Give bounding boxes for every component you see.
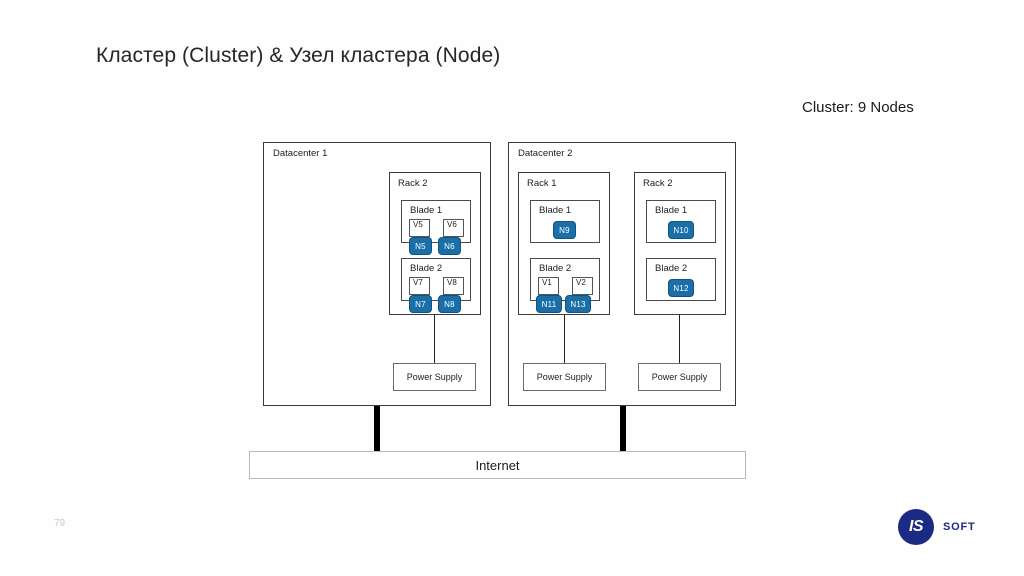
blade-label: Blade 2 xyxy=(410,263,443,274)
datacenter-1-rack-2-blade-1: Blade 1 V5 V6 xyxy=(401,200,471,243)
power-supply-box: Power Supply xyxy=(393,363,476,391)
page-number: 79 xyxy=(54,518,66,529)
datacenter-2: Datacenter 2 Rack 1 Blade 1 N9 Blade 2 V… xyxy=(508,142,736,406)
rack-label: Rack 1 xyxy=(527,178,557,189)
datacenter-1-internet-uplink xyxy=(374,406,380,453)
datacenter-2-label: Datacenter 2 xyxy=(518,148,573,159)
datacenter-1-label: Datacenter 1 xyxy=(273,148,328,159)
node-badge[interactable]: N11 xyxy=(536,295,562,313)
brand-logo: IS SOFT xyxy=(898,509,976,545)
vm-box: V1 xyxy=(538,277,559,295)
datacenter-2-rack-1: Rack 1 Blade 1 N9 Blade 2 V1 V2 N11 N13 xyxy=(518,172,610,315)
rack-label: Rack 2 xyxy=(398,178,428,189)
datacenter-1-rack-2: Rack 2 Blade 1 V5 V6 N5 N6 Blade 2 V7 V8… xyxy=(389,172,481,315)
rack-label: Rack 2 xyxy=(643,178,673,189)
datacenter-1: Datacenter 1 Rack 2 Blade 1 V5 V6 N5 N6 … xyxy=(263,142,491,406)
datacenter-2-rack-1-blade-2: Blade 2 V1 V2 xyxy=(530,258,600,301)
vm-box: V5 xyxy=(409,219,430,237)
node-badge[interactable]: N12 xyxy=(668,279,694,297)
power-supply-box: Power Supply xyxy=(638,363,721,391)
vm-box: V7 xyxy=(409,277,430,295)
blade-label: Blade 2 xyxy=(539,263,572,274)
datacenter-1-rack-2-blade-2: Blade 2 V7 V8 xyxy=(401,258,471,301)
node-badge[interactable]: N9 xyxy=(553,221,576,239)
rack-to-power-supply-line xyxy=(679,315,680,363)
page-title: Кластер (Cluster) & Узел кластера (Node) xyxy=(96,44,501,67)
vm-box: V8 xyxy=(443,277,464,295)
datacenter-2-internet-uplink xyxy=(620,406,626,453)
vm-box: V6 xyxy=(443,219,464,237)
internet-bar: Internet xyxy=(249,451,746,479)
rack-to-power-supply-line xyxy=(434,315,435,363)
node-badge[interactable]: N5 xyxy=(409,237,432,255)
rack-to-power-supply-line xyxy=(564,315,565,363)
node-badge[interactable]: N7 xyxy=(409,295,432,313)
blade-label: Blade 1 xyxy=(539,205,572,216)
is-logo-icon: IS xyxy=(898,509,934,545)
node-badge[interactable]: N10 xyxy=(668,221,694,239)
datacenter-2-rack-2: Rack 2 Blade 1 N10 Blade 2 N12 xyxy=(634,172,726,315)
node-badge[interactable]: N6 xyxy=(438,237,461,255)
blade-label: Blade 1 xyxy=(655,205,688,216)
blade-label: Blade 2 xyxy=(655,263,688,274)
blade-label: Blade 1 xyxy=(410,205,443,216)
node-badge[interactable]: N13 xyxy=(565,295,591,313)
brand-name: SOFT xyxy=(943,521,976,533)
vm-box: V2 xyxy=(572,277,593,295)
power-supply-box: Power Supply xyxy=(523,363,606,391)
node-badge[interactable]: N8 xyxy=(438,295,461,313)
cluster-node-count-caption: Cluster: 9 Nodes xyxy=(802,99,914,116)
